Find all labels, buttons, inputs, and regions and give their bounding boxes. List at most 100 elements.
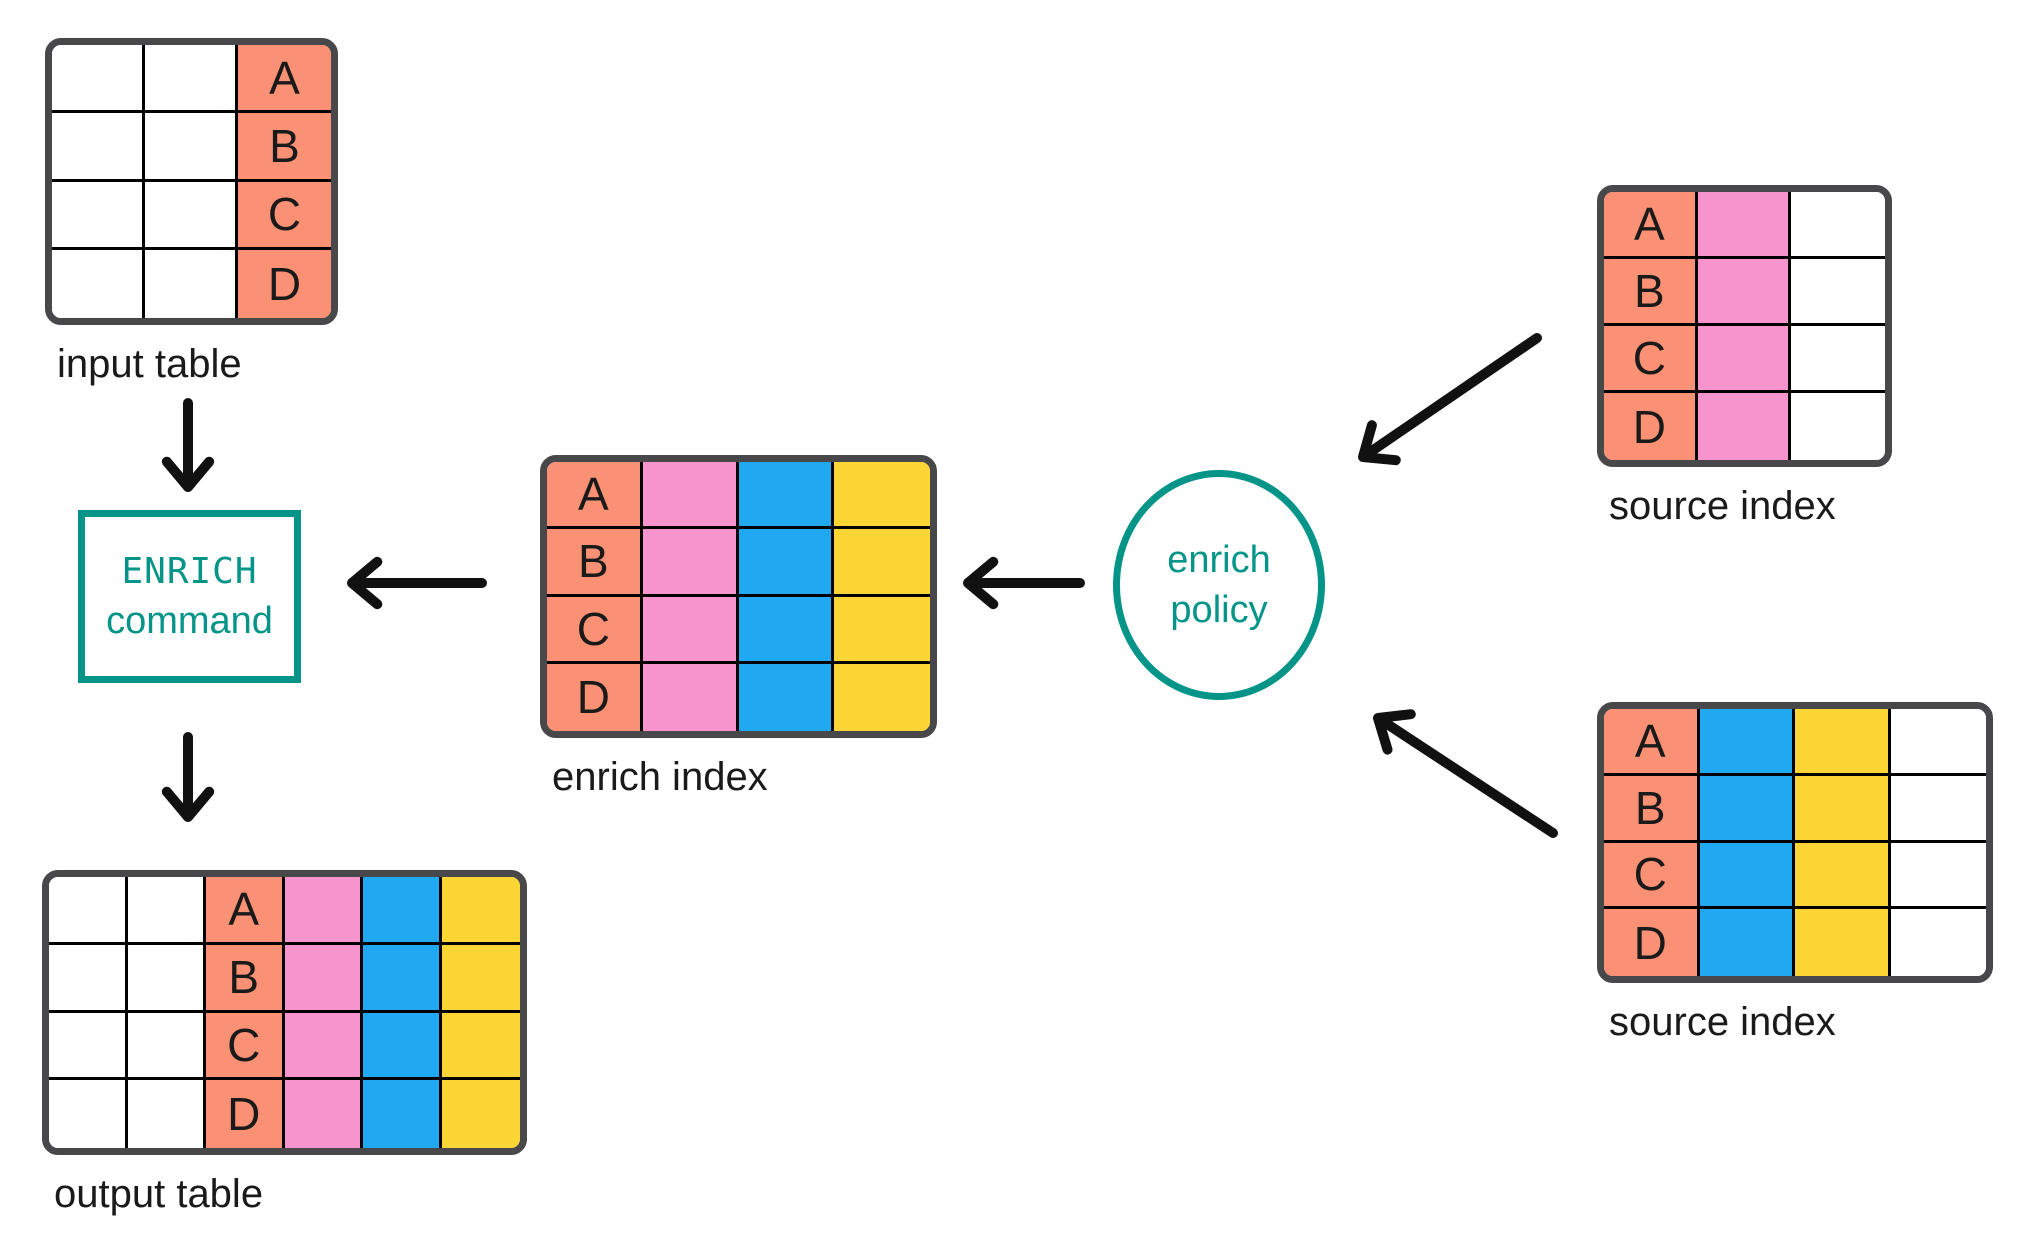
key-cell: B	[1604, 775, 1700, 843]
table-cell	[441, 877, 520, 945]
table-cell	[1890, 909, 1986, 976]
key-cell: B	[1604, 259, 1698, 326]
table-cell	[738, 529, 835, 597]
key-cell: D	[1604, 393, 1698, 460]
enrich-command-word: command	[106, 599, 273, 642]
key-cell: D	[1604, 909, 1700, 976]
key-cell: A	[1604, 709, 1700, 776]
source-top-to-policy-arrow	[1358, 333, 1542, 466]
enrich-policy-line2: policy	[1170, 589, 1268, 631]
table-cell	[1791, 326, 1885, 393]
source-index-bottom-label: source index	[1609, 1000, 1836, 1044]
enrich-policy-node: enrich policy	[1113, 470, 1325, 700]
table-cell	[1791, 192, 1885, 259]
index-to-command-arrow	[347, 556, 487, 610]
table-cell	[1699, 909, 1795, 976]
enrich-index-label: enrich index	[552, 755, 768, 799]
table-cell	[1699, 775, 1795, 843]
table-cell	[127, 1012, 206, 1081]
key-cell: A	[206, 877, 285, 945]
key-cell: A	[547, 462, 643, 530]
table-cell	[1697, 259, 1792, 326]
table-cell	[642, 596, 739, 664]
table-cell	[145, 181, 238, 250]
table-cell	[127, 877, 206, 945]
table-cell	[127, 1080, 206, 1148]
key-cell: D	[547, 663, 643, 731]
table-cell	[1697, 393, 1792, 460]
table-cell	[49, 877, 128, 945]
table-cell	[284, 944, 363, 1013]
table-cell	[145, 45, 238, 114]
table-cell	[1791, 259, 1885, 326]
table-cell	[1699, 842, 1795, 910]
table-cell	[363, 877, 442, 945]
table-cell	[738, 596, 835, 664]
command-to-output-arrow	[161, 732, 215, 822]
table-cell	[284, 1080, 363, 1148]
key-cell: C	[1604, 842, 1700, 910]
table-cell	[52, 45, 145, 114]
table-cell	[642, 663, 739, 731]
table-cell	[1699, 709, 1795, 776]
key-cell: C	[238, 181, 331, 250]
table-cell	[1890, 709, 1986, 776]
table-cell	[642, 529, 739, 597]
table-cell	[1795, 709, 1891, 776]
table-cell	[738, 462, 835, 530]
table-cell	[127, 944, 206, 1013]
table-cell	[363, 1012, 442, 1081]
enrich-policy-line1: enrich	[1167, 539, 1271, 581]
enrich-command-node: ENRICH command	[78, 510, 301, 683]
table-cell	[441, 1080, 520, 1148]
key-cell: D	[206, 1080, 285, 1148]
table-cell	[1890, 775, 1986, 843]
table-cell	[284, 1012, 363, 1081]
key-cell: C	[1604, 326, 1698, 393]
table-cell	[284, 877, 363, 945]
table-cell	[1791, 393, 1885, 460]
table-cell	[52, 181, 145, 250]
table-cell	[834, 596, 930, 664]
table-cell	[363, 944, 442, 1013]
table-cell	[49, 944, 128, 1013]
key-cell: B	[206, 944, 285, 1013]
table-cell	[441, 1012, 520, 1081]
source-bottom-to-policy-arrow	[1373, 709, 1558, 838]
input-to-command-arrow	[161, 398, 215, 492]
table-cell	[642, 462, 739, 530]
key-cell: C	[206, 1012, 285, 1081]
table-cell	[363, 1080, 442, 1148]
table-cell	[145, 113, 238, 182]
table-cell	[1795, 842, 1891, 910]
table-cell	[738, 663, 835, 731]
table-cell	[1697, 192, 1792, 259]
table-cell	[441, 944, 520, 1013]
key-cell: D	[238, 249, 331, 318]
table-cell	[145, 249, 238, 318]
table-cell	[52, 113, 145, 182]
input-table-label: input table	[57, 342, 242, 386]
table-cell	[834, 663, 930, 731]
key-cell: A	[1604, 192, 1698, 259]
table-cell	[834, 462, 930, 530]
key-cell: B	[547, 529, 643, 597]
table-cell	[834, 529, 930, 597]
table-cell	[1795, 775, 1891, 843]
policy-to-index-arrow	[963, 556, 1085, 610]
source-index-top-label: source index	[1609, 484, 1836, 528]
table-cell	[49, 1080, 128, 1148]
key-cell: C	[547, 596, 643, 664]
table-cell	[1795, 909, 1891, 976]
table-cell	[1697, 326, 1792, 393]
table-cell	[52, 249, 145, 318]
output-table-label: output table	[54, 1172, 264, 1216]
